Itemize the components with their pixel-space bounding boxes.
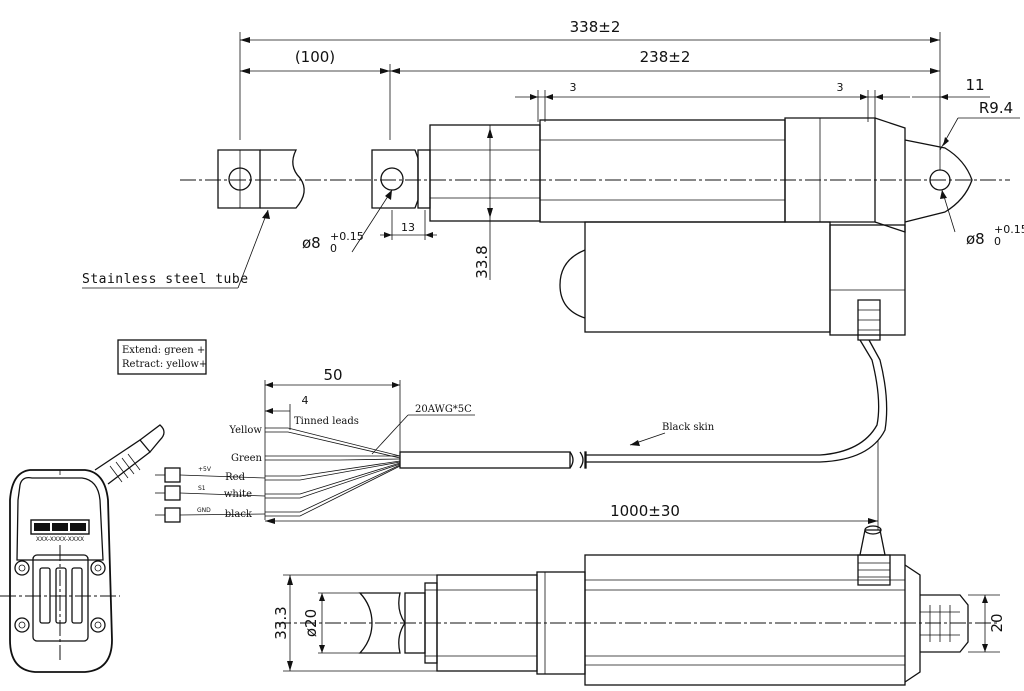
dimension-retracted-length: 238±2 bbox=[390, 48, 940, 74]
pin-5v-label: +5V bbox=[198, 466, 212, 473]
rear-height-label: 20 bbox=[988, 613, 1006, 632]
offset-right-label: 3 bbox=[837, 81, 844, 94]
end-view: XXX-XXXX-XXXX bbox=[0, 424, 165, 673]
overall-length-label: 338±2 bbox=[570, 18, 621, 36]
rear-height-dimension: 20 bbox=[968, 594, 1006, 653]
dimension-overall-length: 338±2 bbox=[239, 18, 941, 170]
stainless-tube-label: Stainless steel tube bbox=[82, 272, 249, 287]
lead-length-label: 50 bbox=[323, 366, 342, 384]
retract-note: Retract: yellow+ bbox=[122, 359, 207, 370]
wire-green-label: Green bbox=[231, 453, 263, 464]
rear-hole-tol-upper: +0.15 bbox=[994, 223, 1024, 236]
rod-end-length-label: 13 bbox=[401, 221, 415, 234]
wire-yellow-label: Yellow bbox=[228, 425, 262, 436]
rear-radius-label: R9.4 bbox=[979, 99, 1013, 117]
rear-eye-offset-label: 11 bbox=[965, 76, 984, 94]
tinned-leads-label: Tinned leads bbox=[294, 416, 359, 427]
dimension-offsets: 3 3 bbox=[515, 81, 910, 122]
wire-red-label: Red bbox=[225, 472, 245, 483]
tinned-length-label: 4 bbox=[302, 394, 309, 407]
retracted-length-label: 238±2 bbox=[640, 48, 691, 66]
front-hole-dimension: ø8 +0.15 0 bbox=[302, 189, 393, 255]
wire-white-label: white bbox=[224, 489, 252, 500]
end-view-part-code: XXX-XXXX-XXXX bbox=[36, 536, 84, 543]
lead-dimensions: 50 4 Tinned leads 20AWG*5C bbox=[264, 366, 475, 520]
tube-diameter-label: ø20 bbox=[302, 609, 320, 637]
front-hole-tol-lower: 0 bbox=[330, 242, 337, 255]
pin-gnd-label: GND bbox=[197, 507, 211, 514]
wiring-note-box: Extend: green + Retract: yellow+ bbox=[117, 339, 207, 375]
rear-hole-dimension: ø8 +0.15 0 bbox=[940, 189, 1024, 248]
rod-end-length-dimension: 13 bbox=[380, 210, 437, 240]
cable-gland-top bbox=[585, 299, 888, 463]
rod-end-retracted bbox=[371, 149, 431, 209]
extend-note: Extend: green + bbox=[122, 345, 205, 356]
cable-gland-side bbox=[857, 525, 891, 586]
offset-left-label: 3 bbox=[570, 81, 577, 94]
tube-height-dimension: 33.3 bbox=[272, 574, 437, 672]
front-hole-diameter: ø8 bbox=[302, 234, 321, 252]
rear-hole-diameter: ø8 bbox=[966, 230, 985, 248]
cable-length-dimension: 1000±30 bbox=[265, 440, 879, 530]
pin-s1-label: S1 bbox=[198, 485, 206, 492]
wire-bundle: Black skin bbox=[265, 422, 715, 517]
dimension-rear-eye: 11 R9.4 bbox=[912, 76, 1020, 151]
tube-height-label: 33.3 bbox=[272, 606, 290, 639]
extended-rod-end bbox=[217, 149, 305, 209]
body-height-label: 33.8 bbox=[473, 245, 491, 278]
actuator-body-top bbox=[429, 117, 973, 336]
body-height-dimension: 33.8 bbox=[473, 125, 493, 280]
rear-hole-tol-lower: 0 bbox=[994, 235, 1001, 248]
wire-spec-label: 20AWG*5C bbox=[415, 404, 472, 415]
actuator-body-side bbox=[358, 554, 969, 686]
dimension-stroke: (100) bbox=[240, 48, 391, 140]
black-skin-label: Black skin bbox=[662, 422, 715, 433]
stroke-label: (100) bbox=[295, 48, 335, 66]
wire-labels: Yellow Green Red white black +5V S1 GND bbox=[155, 425, 266, 523]
front-hole-tol-upper: +0.15 bbox=[330, 230, 364, 243]
cable-length-label: 1000±30 bbox=[610, 502, 680, 520]
tube-diameter-dimension: ø20 bbox=[302, 592, 360, 654]
stainless-tube-callout: Stainless steel tube bbox=[82, 209, 270, 289]
